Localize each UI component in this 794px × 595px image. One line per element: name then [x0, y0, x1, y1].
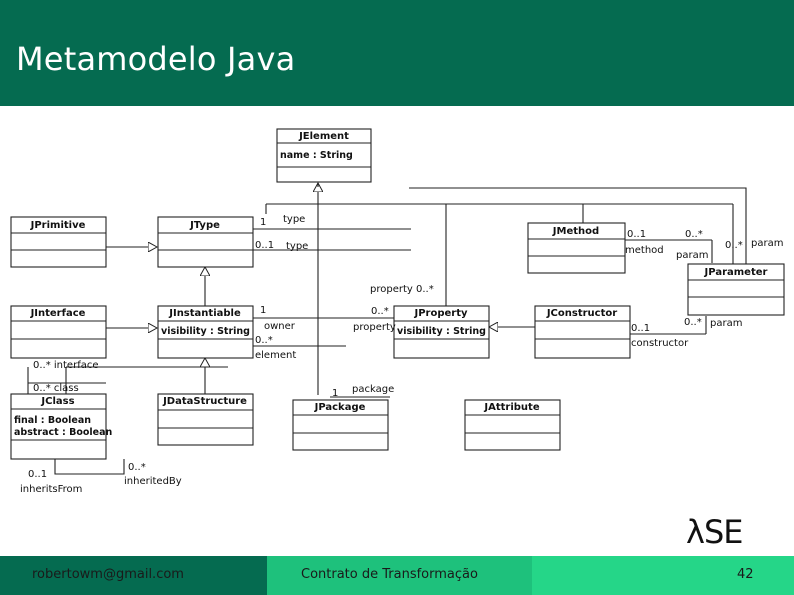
label-prop-role: property — [353, 322, 396, 333]
class-attr-abstract: abstract : Boolean — [14, 427, 112, 438]
class-jinstantiable — [157, 305, 254, 359]
assoc-jelement-jparameter — [409, 187, 747, 268]
label-property: property 0..* — [370, 284, 434, 295]
class-jclass — [10, 393, 107, 460]
slide-header: Metamodelo Java — [0, 0, 794, 106]
label-inh-role2: inheritedBy — [124, 476, 182, 487]
label-type-role2: type — [286, 241, 308, 252]
label-owner-role: owner — [264, 321, 296, 332]
lse-logo: λSE — [686, 513, 743, 551]
class-attr-final: final : Boolean — [14, 415, 91, 426]
class-name-jproperty: JProperty — [413, 308, 468, 319]
class-name-jpackage: JPackage — [314, 402, 366, 413]
label-inh-mult1: 0..1 — [28, 469, 47, 480]
label-type-one: 1 — [260, 217, 266, 228]
label-method-mult2: 0..* — [685, 229, 703, 240]
class-attr-jproperty: visibility : String — [397, 326, 486, 337]
label-cons-role: constructor — [631, 338, 689, 349]
label-type-mult: 0..1 — [255, 240, 274, 251]
label-inh-role1: inheritsFrom — [20, 484, 82, 495]
class-jattribute — [464, 399, 561, 451]
uml-class-diagram: JElement name : String JPrimitive JType … — [10, 128, 785, 495]
label-method-role: method — [625, 245, 664, 256]
slide-footer: robertowm@gmail.com Contrato de Transfor… — [0, 556, 794, 595]
label-param-mult: 0..* — [725, 240, 743, 251]
label-pkg-role: package — [352, 384, 394, 395]
label-param-role2: param — [751, 238, 783, 249]
label-cons-mult: 0..1 — [631, 323, 650, 334]
label-prop-mult: 0..* — [371, 306, 389, 317]
class-attr-jelement: name : String — [280, 150, 353, 161]
class-name-jprimitive: JPrimitive — [30, 220, 86, 231]
class-name-jattribute: JAttribute — [483, 402, 539, 413]
class-name-jelement: JElement — [298, 131, 349, 142]
label-class: 0..* class — [33, 383, 79, 394]
slide-title: Metamodelo Java — [16, 40, 296, 78]
class-jprimitive — [10, 216, 107, 268]
class-jparameter — [687, 263, 785, 316]
class-name-jtype: JType — [189, 220, 220, 231]
footer-middle: Contrato de Transformação — [267, 556, 532, 595]
class-jmethod — [527, 222, 626, 274]
class-name-jclass: JClass — [40, 396, 74, 407]
label-interface: 0..* interface — [33, 360, 99, 371]
footer-left: robertowm@gmail.com — [0, 556, 267, 595]
footer-email: robertowm@gmail.com — [32, 567, 184, 582]
class-jinterface — [10, 305, 107, 359]
class-jconstructor — [534, 305, 631, 359]
label-cparam-role: param — [710, 318, 742, 329]
class-name-jinterface: JInterface — [30, 308, 86, 319]
class-name-jinstantiable: JInstantiable — [168, 308, 241, 319]
class-jpackage — [292, 399, 389, 451]
footer-right: 42 — [532, 556, 794, 595]
class-name-jparameter: JParameter — [704, 267, 768, 278]
label-owner-one: 1 — [260, 305, 266, 316]
label-element-mult: 0..* — [255, 335, 273, 346]
label-method-mult1: 0..1 — [627, 229, 646, 240]
class-jdatastructure — [157, 393, 254, 446]
label-type-role: type — [283, 214, 305, 225]
footer-subject: Contrato de Transformação — [301, 567, 478, 582]
label-inh-mult2: 0..* — [128, 462, 146, 473]
label-pkg-one: 1 — [332, 388, 338, 399]
assoc-inheritance-self — [54, 459, 125, 475]
label-cparam-mult: 0..* — [684, 317, 702, 328]
page-number: 42 — [737, 567, 754, 582]
class-attr-jinstantiable: visibility : String — [161, 326, 250, 337]
class-name-jdatastructure: JDataStructure — [162, 396, 247, 407]
class-jelement — [276, 128, 372, 183]
class-jproperty — [393, 305, 490, 359]
class-name-jconstructor: JConstructor — [546, 308, 617, 319]
label-element-role: element — [255, 350, 296, 361]
label-param-role1: param — [676, 250, 708, 261]
class-name-jmethod: JMethod — [552, 226, 599, 237]
class-jtype — [157, 216, 254, 268]
